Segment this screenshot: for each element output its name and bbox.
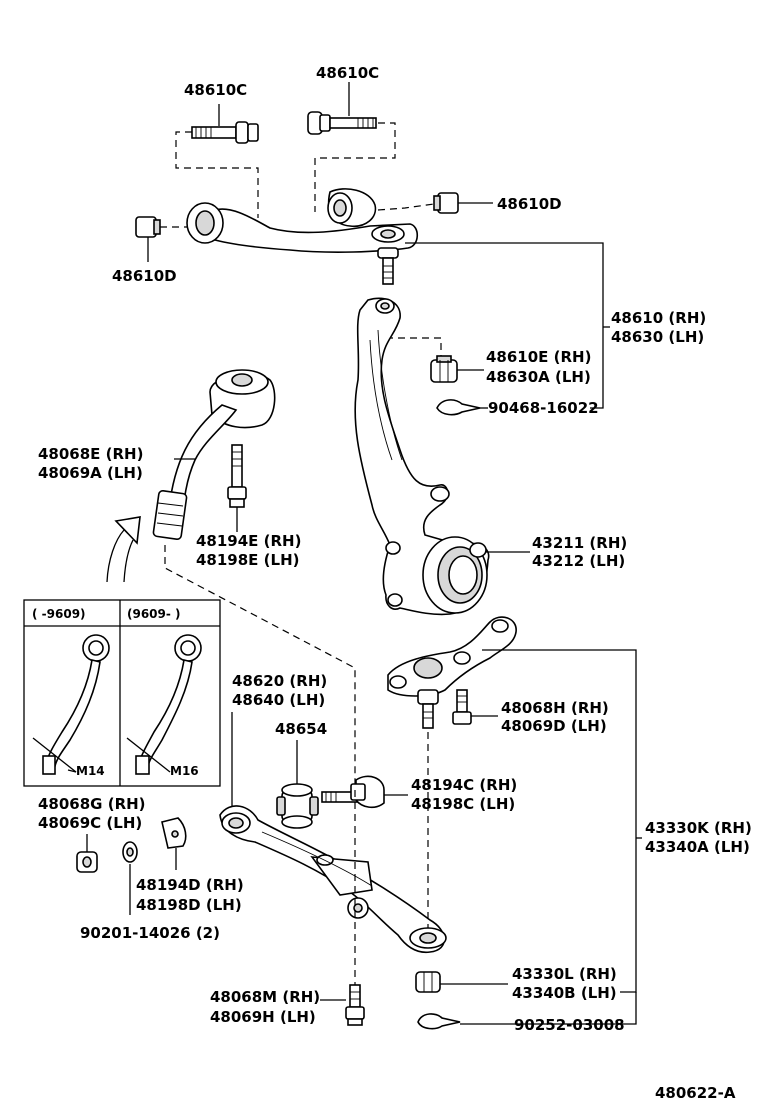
label-strut-nut-lh: 48069C (LH) — [38, 814, 142, 832]
inset-left-thread: M14 — [76, 764, 105, 778]
label-upper-nut-rh: 48610E (RH) — [486, 348, 591, 366]
label-bottom-bolt-rh: 48068M (RH) — [210, 988, 320, 1006]
label-lower-nut-lh: 43340B (LH) — [512, 984, 617, 1002]
label-bolt-upper-right: 48610C — [316, 64, 379, 82]
label-upper-arm-lh: 48630 (LH) — [611, 328, 704, 346]
bottom-bolt — [345, 984, 365, 1026]
label-plate-rh: 48194D (RH) — [136, 876, 244, 894]
strut-rod — [152, 369, 276, 541]
label-upper-arm-rh: 48610 (RH) — [611, 309, 706, 327]
upper-control-arm — [186, 188, 419, 285]
label-bushing: 48654 — [275, 720, 327, 738]
curved-arrow — [106, 516, 141, 583]
label-upper-nut-lh: 48630A (LH) — [486, 368, 591, 386]
label-bottom-bolt-lh: 48069H (LH) — [210, 1008, 316, 1026]
label-strut-bolt-rh: 48194E (RH) — [196, 532, 301, 550]
lower-bushing — [276, 783, 319, 829]
label-strut-bolt-lh: 48198E (LH) — [196, 551, 299, 569]
label-lower-pin: 90252-03008 — [514, 1016, 625, 1034]
label-strut-nut-rh: 48068G (RH) — [38, 795, 146, 813]
inset-right-thread: M16 — [170, 764, 199, 778]
label-strut-rod-lh: 48069A (LH) — [38, 464, 143, 482]
label-ball-bolt-lh: 48069D (LH) — [501, 717, 607, 735]
label-knuckle-rh: 43211 (RH) — [532, 534, 627, 552]
inset-right-header: (9609- ) — [127, 607, 181, 621]
strut-nut — [76, 851, 98, 873]
label-lower-bolt-lh: 48198C (LH) — [411, 795, 515, 813]
inset-left-header: ( -9609) — [32, 607, 86, 621]
label-ball-joint-rh: 43330K (RH) — [645, 819, 752, 837]
label-bolt-upper-left: 48610C — [184, 81, 247, 99]
upper-left-nut — [135, 216, 161, 238]
washer-part — [122, 841, 138, 863]
lower-castle-nut — [415, 971, 441, 993]
lower-ball-joint — [387, 616, 517, 729]
label-nut-upper-right: 48610D — [497, 195, 562, 213]
plate-part — [161, 817, 187, 849]
variant-inset: ( -9609) (9609- ) M14 M16 — [23, 599, 221, 787]
upper-left-bolt — [191, 121, 259, 144]
lower-arm-bolt — [321, 775, 385, 809]
upper-cotter-pin — [436, 399, 481, 416]
label-lower-bolt-rh: 48194C (RH) — [411, 776, 517, 794]
label-lower-arm-rh: 48620 (RH) — [232, 672, 327, 690]
steering-knuckle — [354, 297, 490, 616]
upper-castle-nut — [430, 355, 458, 383]
figure-code: 480622-A — [655, 1084, 736, 1102]
label-strut-rod-rh: 48068E (RH) — [38, 445, 143, 463]
label-knuckle-lh: 43212 (LH) — [532, 552, 625, 570]
label-ball-joint-lh: 43340A (LH) — [645, 838, 750, 856]
lower-cotter-pin — [417, 1013, 461, 1030]
label-plate-lh: 48198D (LH) — [136, 896, 242, 914]
label-upper-pin: 90468-16022 — [488, 399, 599, 417]
lower-control-arm — [219, 805, 447, 954]
label-ball-bolt-rh: 48068H (RH) — [501, 699, 609, 717]
label-nut-upper-left: 48610D — [112, 267, 177, 285]
label-lower-nut-rh: 43330L (RH) — [512, 965, 617, 983]
label-washer: 90201-14026 (2) — [80, 924, 220, 942]
upper-right-bolt — [307, 111, 377, 135]
strut-bolt — [227, 444, 247, 508]
upper-right-nut — [433, 192, 459, 214]
ball-joint-bolt — [452, 689, 472, 725]
label-lower-arm-lh: 48640 (LH) — [232, 691, 325, 709]
